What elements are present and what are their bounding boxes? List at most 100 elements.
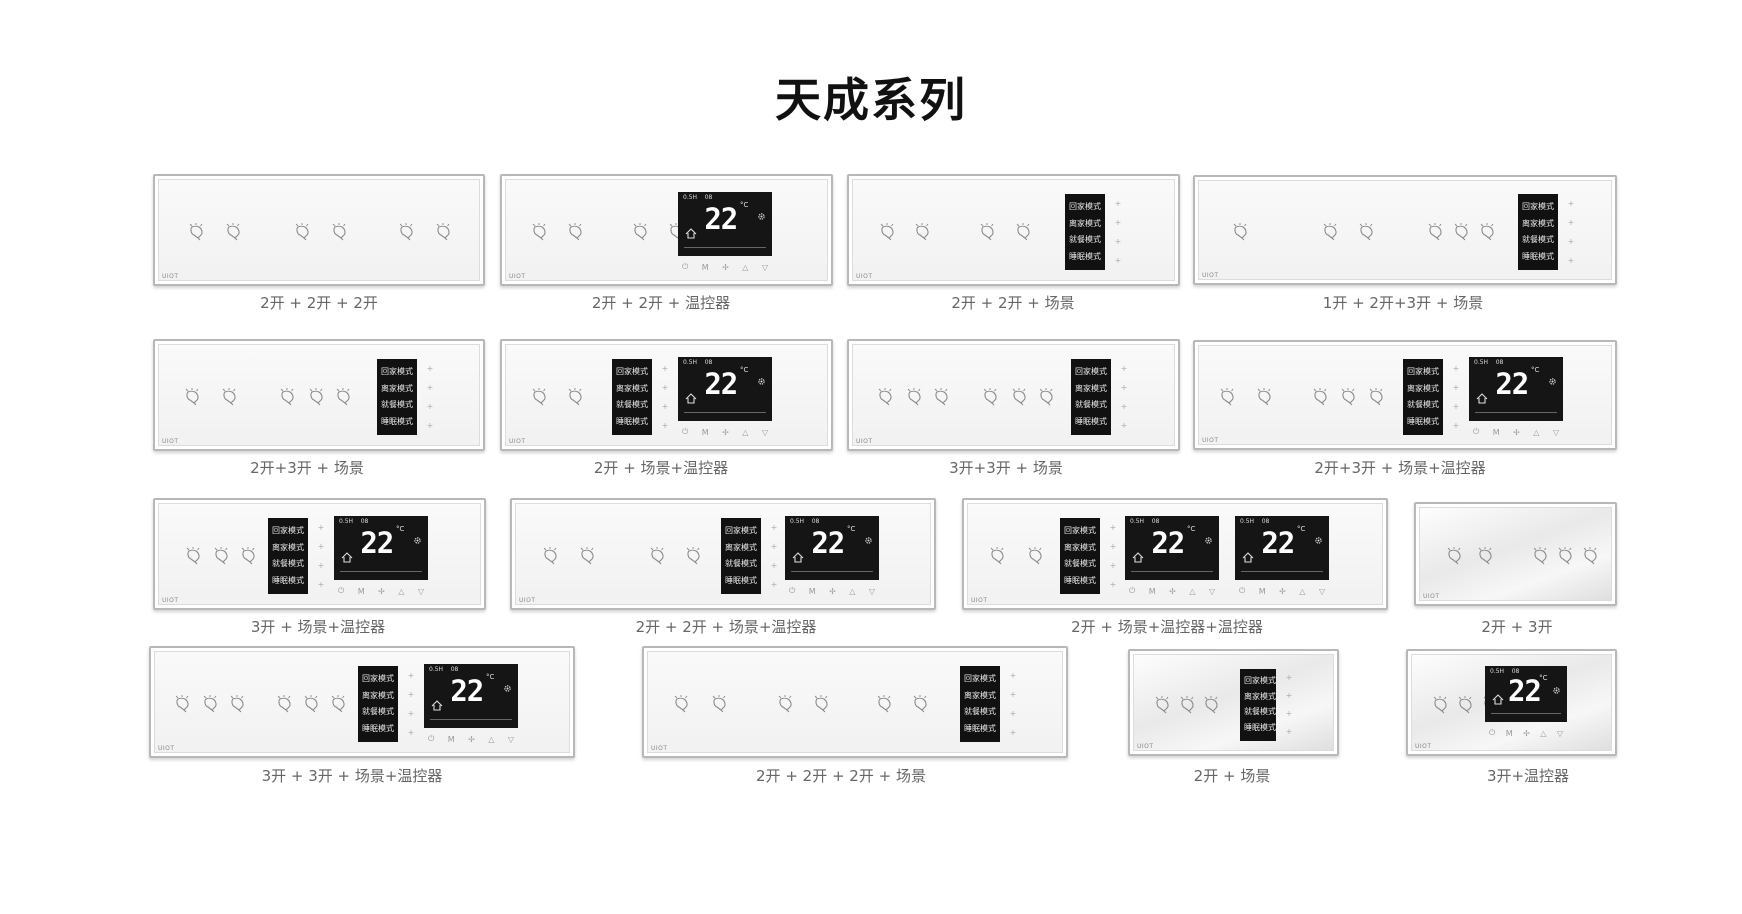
fan-icon[interactable]: ✢ [378,586,385,596]
scene-mode-label[interactable]: 回家模式 [1064,526,1096,536]
mode-button[interactable]: M [808,586,816,596]
scene-mode-label[interactable]: 回家模式 [1244,676,1276,686]
scene-mode-label[interactable]: 离家模式 [1244,691,1276,701]
light-bulb-icon[interactable] [174,695,194,717]
scene-mode-label[interactable]: 离家模式 [272,542,304,552]
fan-icon[interactable]: ✢ [722,262,729,272]
mode-button[interactable]: M [1492,427,1500,437]
light-bulb-icon[interactable] [567,388,587,410]
temp-down-icon[interactable]: ▽ [761,427,768,437]
light-bulb-icon[interactable] [1479,223,1499,245]
temp-up-icon[interactable]: △ [849,586,856,596]
scene-mode-label[interactable]: 就餐模式 [1064,559,1096,569]
light-bulb-icon[interactable] [1322,223,1342,245]
light-bulb-icon[interactable] [1477,547,1497,569]
temp-down-icon[interactable]: ▽ [417,586,424,596]
scene-mode-label[interactable]: 离家模式 [1075,383,1107,393]
light-bulb-icon[interactable] [649,547,669,569]
scene-mode-label[interactable]: 离家模式 [381,383,413,393]
scene-mode-label[interactable]: 回家模式 [381,367,413,377]
scene-mode-label[interactable]: 回家模式 [964,674,996,684]
scene-mode-label[interactable]: 睡眠模式 [725,575,757,585]
temp-up-icon[interactable]: △ [742,427,749,437]
light-bulb-icon[interactable] [188,223,208,245]
scene-mode-label[interactable]: 离家模式 [1522,218,1554,228]
power-icon[interactable]: ⏻ [428,734,435,743]
light-bulb-icon[interactable] [435,223,455,245]
light-bulb-icon[interactable] [673,695,693,717]
light-bulb-icon[interactable] [1015,223,1035,245]
light-bulb-icon[interactable] [335,388,355,410]
temp-up-icon[interactable]: △ [1299,586,1306,596]
fan-icon[interactable]: ✢ [1523,728,1530,738]
light-bulb-icon[interactable] [912,695,932,717]
temp-down-icon[interactable]: ▽ [1318,586,1325,596]
light-bulb-icon[interactable] [933,388,953,410]
light-bulb-icon[interactable] [330,695,350,717]
temp-down-icon[interactable]: ▽ [761,262,768,272]
temp-down-icon[interactable]: ▽ [1556,728,1563,738]
light-bulb-icon[interactable] [906,388,926,410]
scene-mode-label[interactable]: 离家模式 [1069,218,1101,228]
scene-mode-label[interactable]: 离家模式 [616,383,648,393]
scene-mode-label[interactable]: 就餐模式 [964,707,996,717]
light-bulb-icon[interactable] [1312,388,1332,410]
mode-button[interactable]: M [1258,586,1266,596]
scene-mode-label[interactable]: 睡眠模式 [1407,416,1439,426]
scene-mode-label[interactable]: 离家模式 [1407,383,1439,393]
scene-mode-label[interactable]: 回家模式 [362,674,394,684]
light-bulb-icon[interactable] [1368,388,1388,410]
scene-mode-label[interactable]: 回家模式 [1407,367,1439,377]
light-bulb-icon[interactable] [1154,695,1174,718]
light-bulb-icon[interactable] [989,547,1009,569]
light-bulb-icon[interactable] [221,388,241,410]
light-bulb-icon[interactable] [1457,695,1477,718]
scene-mode-label[interactable]: 离家模式 [725,542,757,552]
scene-mode-label[interactable]: 就餐模式 [616,400,648,410]
light-bulb-icon[interactable] [331,223,351,245]
mode-button[interactable]: M [447,734,455,744]
scene-mode-label[interactable]: 离家模式 [1064,542,1096,552]
light-bulb-icon[interactable] [813,695,833,717]
light-bulb-icon[interactable] [225,223,245,245]
light-bulb-icon[interactable] [1453,223,1473,245]
light-bulb-icon[interactable] [879,223,899,245]
power-icon[interactable]: ⏻ [1239,586,1246,595]
light-bulb-icon[interactable] [1340,388,1360,410]
scene-mode-label[interactable]: 睡眠模式 [1064,575,1096,585]
power-icon[interactable]: ⏻ [682,262,689,271]
light-bulb-icon[interactable] [213,547,233,569]
temp-up-icon[interactable]: △ [398,586,405,596]
scene-mode-label[interactable]: 回家模式 [725,526,757,536]
light-bulb-icon[interactable] [979,223,999,245]
scene-mode-label[interactable]: 就餐模式 [272,559,304,569]
fan-icon[interactable]: ✢ [829,586,836,596]
scene-mode-label[interactable]: 睡眠模式 [1244,722,1276,732]
scene-mode-label[interactable]: 睡眠模式 [381,416,413,426]
scene-mode-label[interactable]: 睡眠模式 [1075,416,1107,426]
light-bulb-icon[interactable] [185,547,205,569]
scene-mode-label[interactable]: 睡眠模式 [362,723,394,733]
light-bulb-icon[interactable] [1027,547,1047,569]
power-icon[interactable]: ⏻ [1129,586,1136,595]
light-bulb-icon[interactable] [276,695,296,717]
scene-mode-label[interactable]: 就餐模式 [1075,400,1107,410]
temp-down-icon[interactable]: ▽ [868,586,875,596]
light-bulb-icon[interactable] [1219,388,1239,410]
fan-icon[interactable]: ✢ [1169,586,1176,596]
scene-mode-label[interactable]: 就餐模式 [1522,235,1554,245]
fan-icon[interactable]: ✢ [722,427,729,437]
light-bulb-icon[interactable] [1432,695,1452,718]
light-bulb-icon[interactable] [1358,223,1378,245]
light-bulb-icon[interactable] [982,388,1002,410]
light-bulb-icon[interactable] [1179,695,1199,718]
light-bulb-icon[interactable] [876,695,896,717]
light-bulb-icon[interactable] [279,388,299,410]
scene-mode-label[interactable]: 就餐模式 [362,707,394,717]
temp-down-icon[interactable]: ▽ [1552,427,1559,437]
light-bulb-icon[interactable] [1232,223,1252,245]
scene-mode-label[interactable]: 回家模式 [1069,202,1101,212]
light-bulb-icon[interactable] [1256,388,1276,410]
light-bulb-icon[interactable] [294,223,314,245]
power-icon[interactable]: ⏻ [682,427,689,436]
